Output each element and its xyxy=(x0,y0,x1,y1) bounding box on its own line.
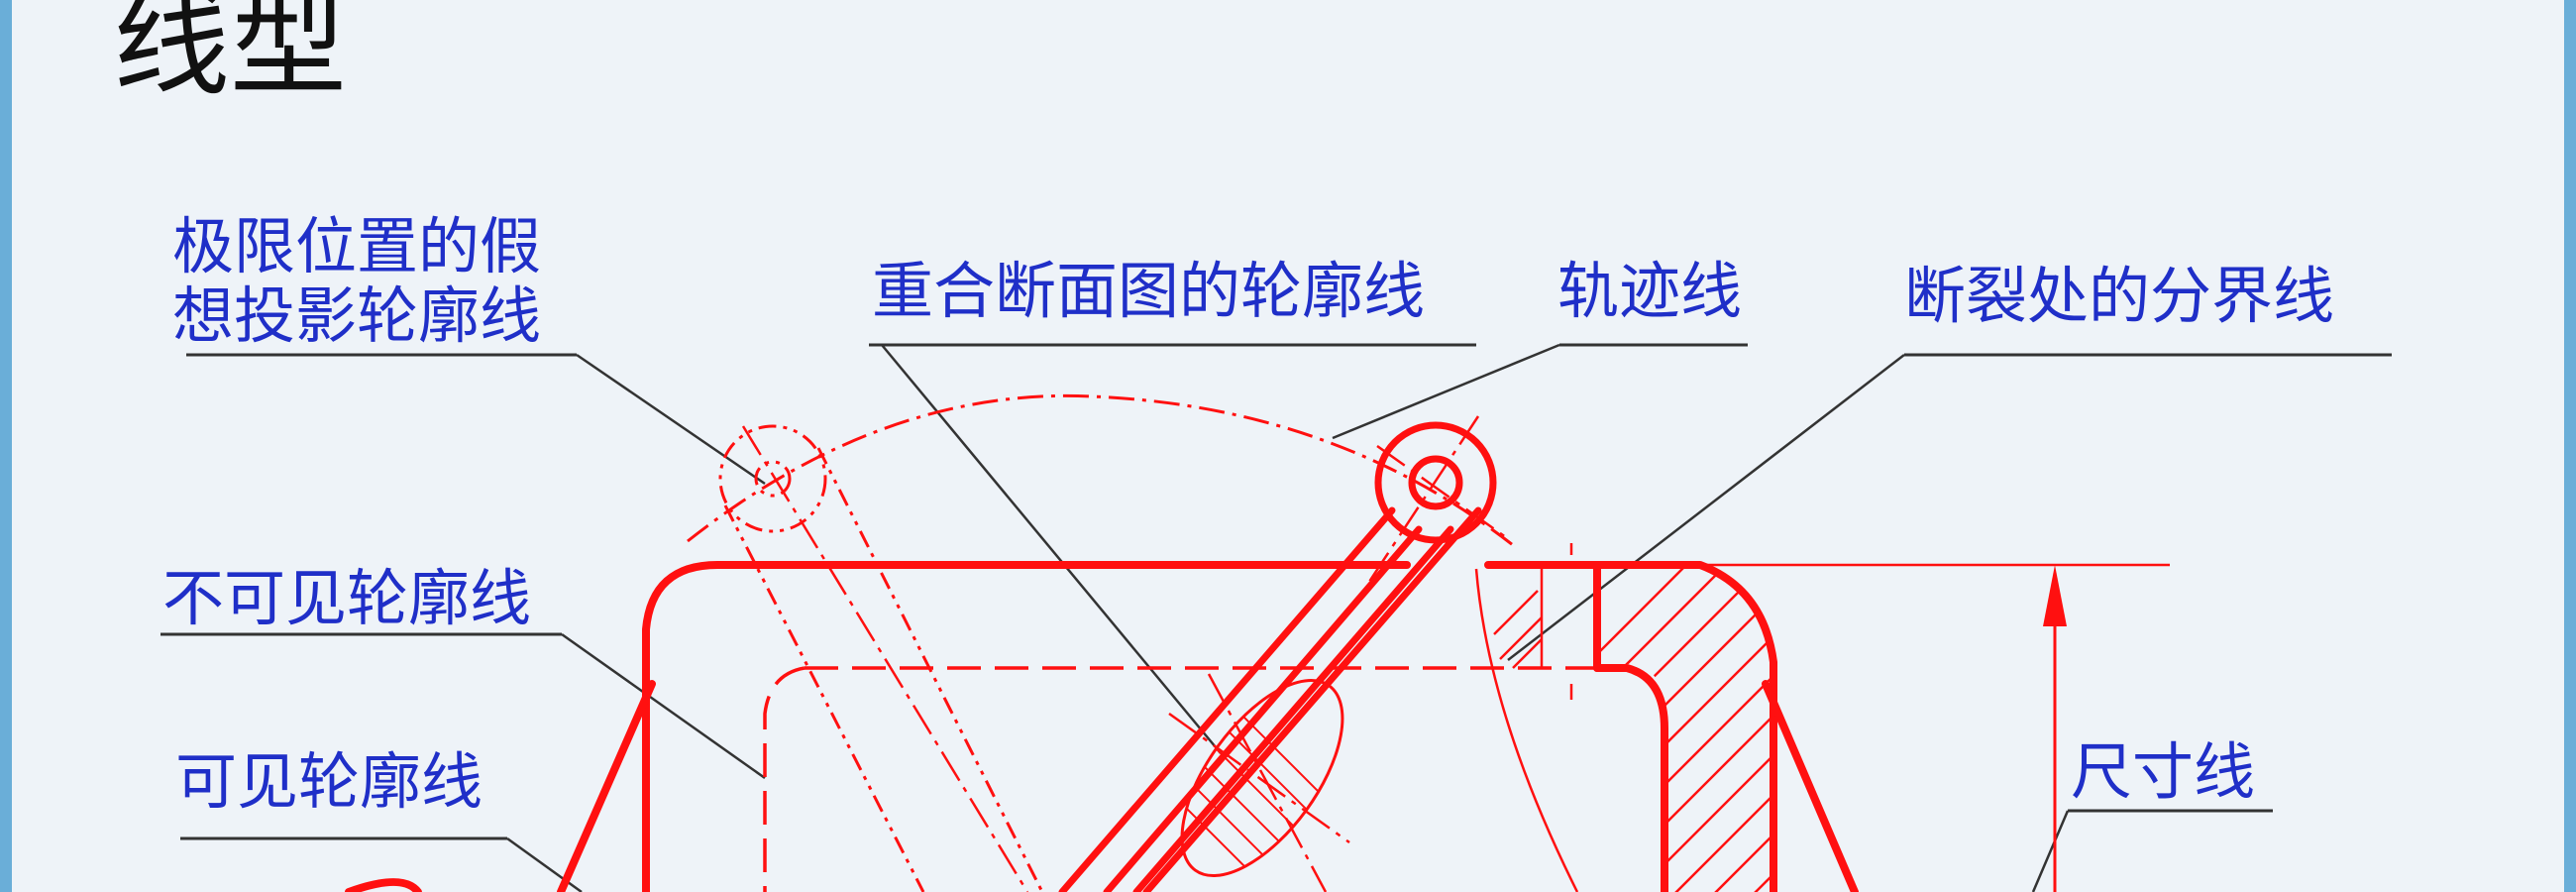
phantom-line-label-line-2: 想投影轮廓线 xyxy=(172,279,541,352)
section-leader xyxy=(881,344,1222,754)
phantom-lever xyxy=(718,424,1044,892)
visible-outline-label: 可见轮廓线 xyxy=(175,745,483,818)
visible-outline xyxy=(345,561,1859,892)
moving-lever xyxy=(1058,421,1497,892)
break-leader xyxy=(1507,354,1905,661)
leader-lines xyxy=(506,343,2070,892)
track-line-label: 轨迹线 xyxy=(1557,255,1742,327)
track-leader xyxy=(1332,343,1560,440)
centerlines xyxy=(741,415,1573,892)
phantom-leader xyxy=(576,353,766,486)
phantom-line-label-line-1: 极限位置的假 xyxy=(172,210,541,282)
line-types-diagram: 线型 极限位置的假 想投影轮廓线 重合断面图的轮廓线 轨迹线 断裂处的分界线 不… xyxy=(113,0,2392,892)
visible-leader xyxy=(506,836,583,892)
page-title: 线型 xyxy=(113,0,347,112)
track-line-arc xyxy=(687,393,1514,547)
break-line xyxy=(1474,568,1579,892)
label-underlines xyxy=(161,343,2392,840)
dimension-line-label: 尺寸线 xyxy=(2071,735,2255,808)
hidden-outline xyxy=(763,666,1597,892)
hidden-outline-label: 不可见轮廓线 xyxy=(162,562,531,634)
dimension-leader xyxy=(2031,810,2070,892)
revolved-section xyxy=(1150,679,1374,892)
dimension-line xyxy=(1664,563,2170,892)
section-outline-label: 重合断面图的轮廓线 xyxy=(872,255,1425,327)
hidden-leader xyxy=(561,632,766,780)
label-phantom-line: 极限位置的假 想投影轮廓线 xyxy=(172,210,541,352)
hatch-left-strip xyxy=(1493,565,1544,669)
break-line-label: 断裂处的分界线 xyxy=(1904,260,2334,332)
